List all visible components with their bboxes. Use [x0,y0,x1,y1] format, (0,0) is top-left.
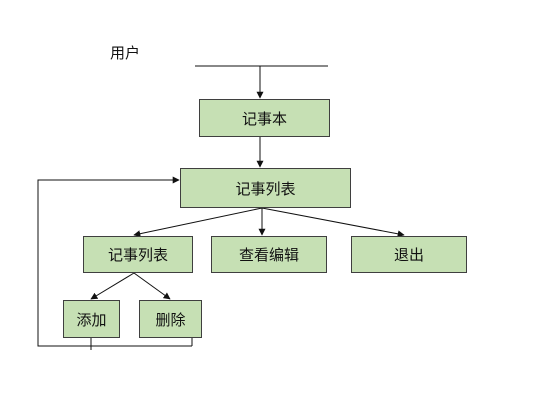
node-exit-label: 退出 [393,246,424,264]
node-note-list-label: 记事列表 [107,246,168,264]
return-loop-arrow [37,176,192,347]
arrow-list-to-exit [261,207,405,238]
node-note-list: 记事列表 [83,236,193,273]
node-view-edit: 查看编辑 [211,236,327,273]
node-notepad: 记事本 [199,99,330,137]
arrow-notelist-to-delete [133,272,171,300]
arrow-notelist-to-add [90,272,135,300]
node-delete-label: 删除 [155,310,186,329]
node-exit: 退出 [351,236,467,273]
node-note-list-main-label: 记事列表 [235,179,296,198]
user-label: 用户 [110,44,141,62]
node-delete: 删除 [139,300,202,338]
node-add: 添加 [63,300,120,338]
node-add-label: 添加 [76,310,107,329]
node-notepad-label: 记事本 [241,109,287,128]
arrow-list-to-notelist [133,207,263,238]
node-view-edit-label: 查看编辑 [238,246,299,264]
node-note-list-main: 记事列表 [180,168,351,208]
